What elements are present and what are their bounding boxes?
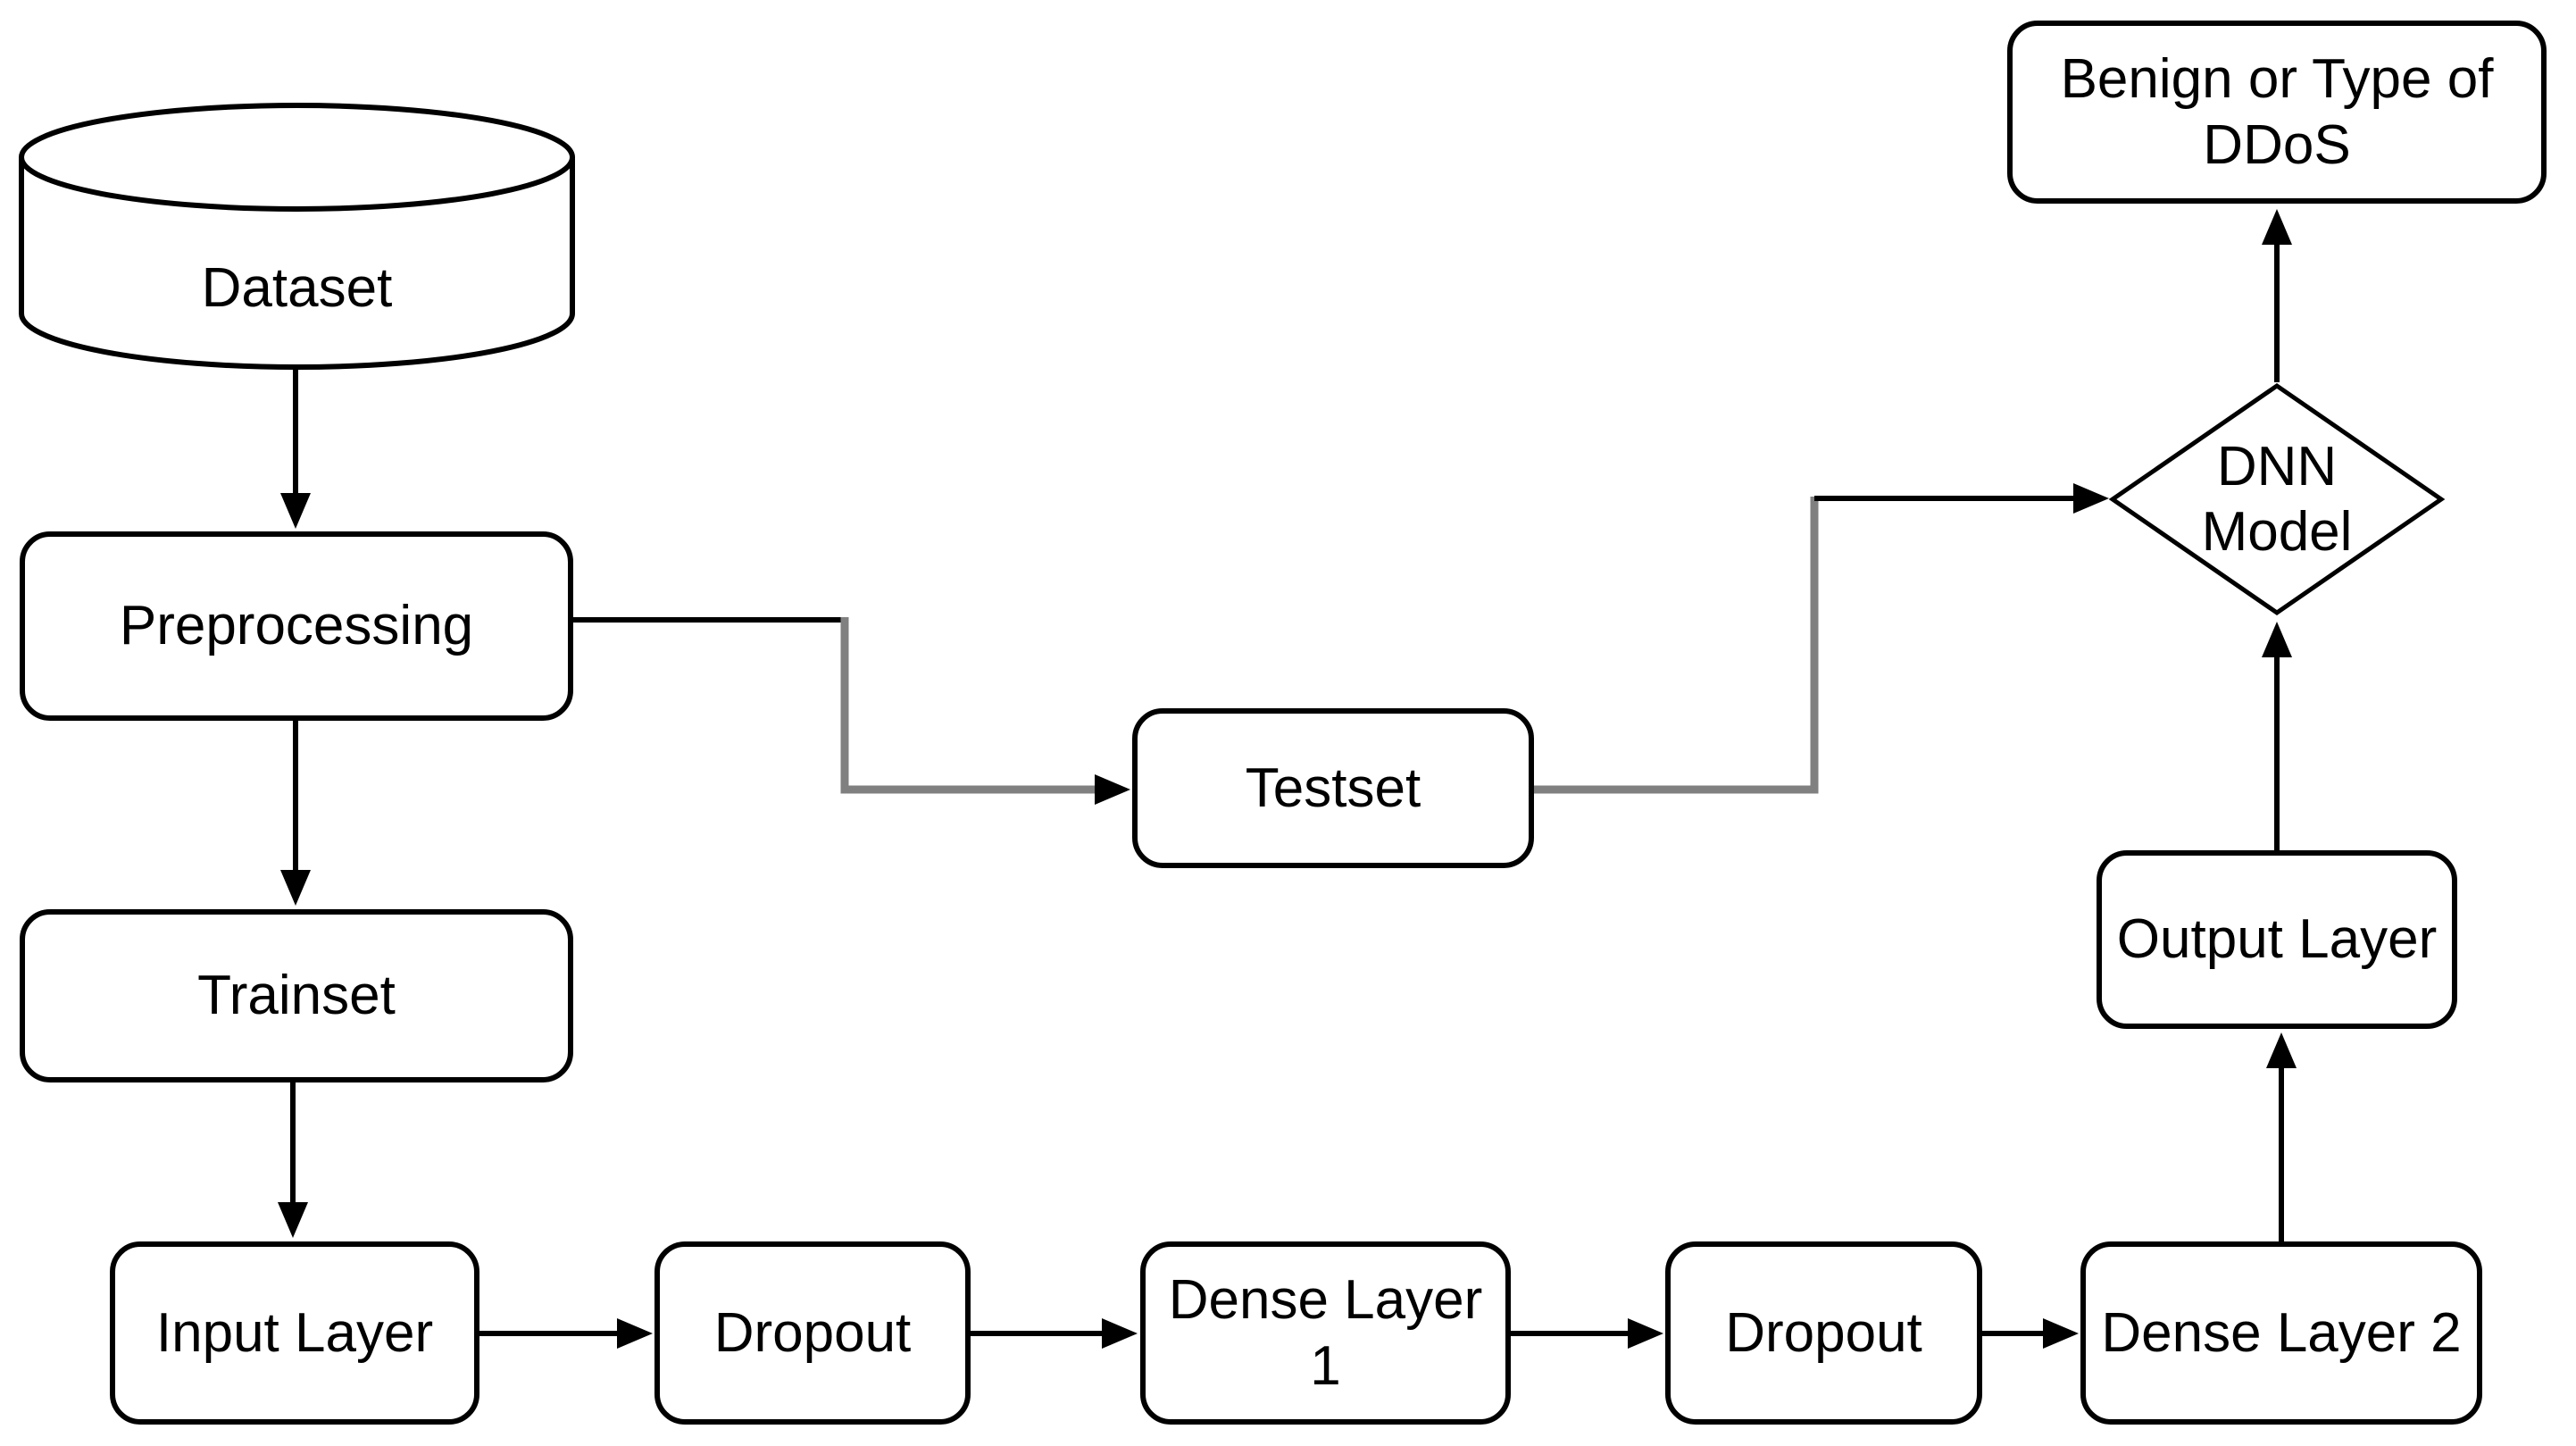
node-dnn-model: DNN Model: [2109, 382, 2445, 616]
edge-testset-to-dnn-gray-segment: [1534, 497, 1819, 794]
diamond-shape: [2109, 382, 2445, 616]
arrowhead-into-preprocessing: [280, 493, 311, 529]
node-dropout-1: Dropout: [654, 1241, 971, 1425]
arrowhead-into-dense-layer-1: [1102, 1318, 1138, 1349]
node-dataset-label: Dataset: [201, 256, 393, 319]
node-result-label: Benign or Type of DDoS: [2060, 48, 2494, 176]
node-preprocessing-label: Preprocessing: [119, 595, 474, 657]
node-input-layer-label: Input Layer: [155, 1301, 434, 1364]
arrowhead-into-trainset: [280, 870, 311, 906]
node-dense-layer-2-label: Dense Layer 2: [2101, 1301, 2462, 1364]
node-dnn-model-label: DNN Model: [2201, 435, 2353, 563]
node-dataset: Dataset: [18, 100, 576, 371]
node-output-layer: Output Layer: [2097, 850, 2457, 1029]
node-dense-layer-1: Dense Layer 1: [1140, 1241, 1511, 1425]
node-output-layer-label: Output Layer: [2116, 908, 2438, 971]
node-input-layer: Input Layer: [110, 1241, 479, 1425]
node-dropout-1-label: Dropout: [713, 1301, 912, 1364]
node-dense-layer-2: Dense Layer 2: [2080, 1241, 2482, 1425]
node-dropout-2-label: Dropout: [1725, 1301, 1922, 1364]
arrowhead-into-dnn-from-testset: [2073, 483, 2109, 514]
edge-preprocessing-to-testset-gray-segment: [840, 617, 1098, 794]
node-trainset-label: Trainset: [197, 965, 396, 1027]
arrowhead-into-testset: [1095, 774, 1130, 805]
arrowhead-into-dense-layer-2: [2043, 1318, 2079, 1349]
node-preprocessing: Preprocessing: [20, 531, 573, 721]
node-testset: Testset: [1132, 708, 1534, 868]
node-dropout-2: Dropout: [1665, 1241, 1982, 1425]
arrowhead-into-output-layer: [2266, 1032, 2297, 1068]
node-result: Benign or Type of DDoS: [2007, 21, 2547, 204]
arrowhead-into-dnn-from-output: [2262, 622, 2292, 657]
arrowhead-into-dropout-1: [617, 1318, 653, 1349]
node-trainset: Trainset: [20, 909, 573, 1082]
node-testset-label: Testset: [1245, 756, 1421, 819]
arrowhead-into-input-layer: [278, 1202, 308, 1238]
arrowhead-into-result: [2262, 209, 2292, 245]
node-dense-layer-1-label: Dense Layer 1: [1168, 1269, 1483, 1397]
cylinder-shape: [19, 103, 575, 370]
arrowhead-into-dropout-2: [1628, 1318, 1663, 1349]
